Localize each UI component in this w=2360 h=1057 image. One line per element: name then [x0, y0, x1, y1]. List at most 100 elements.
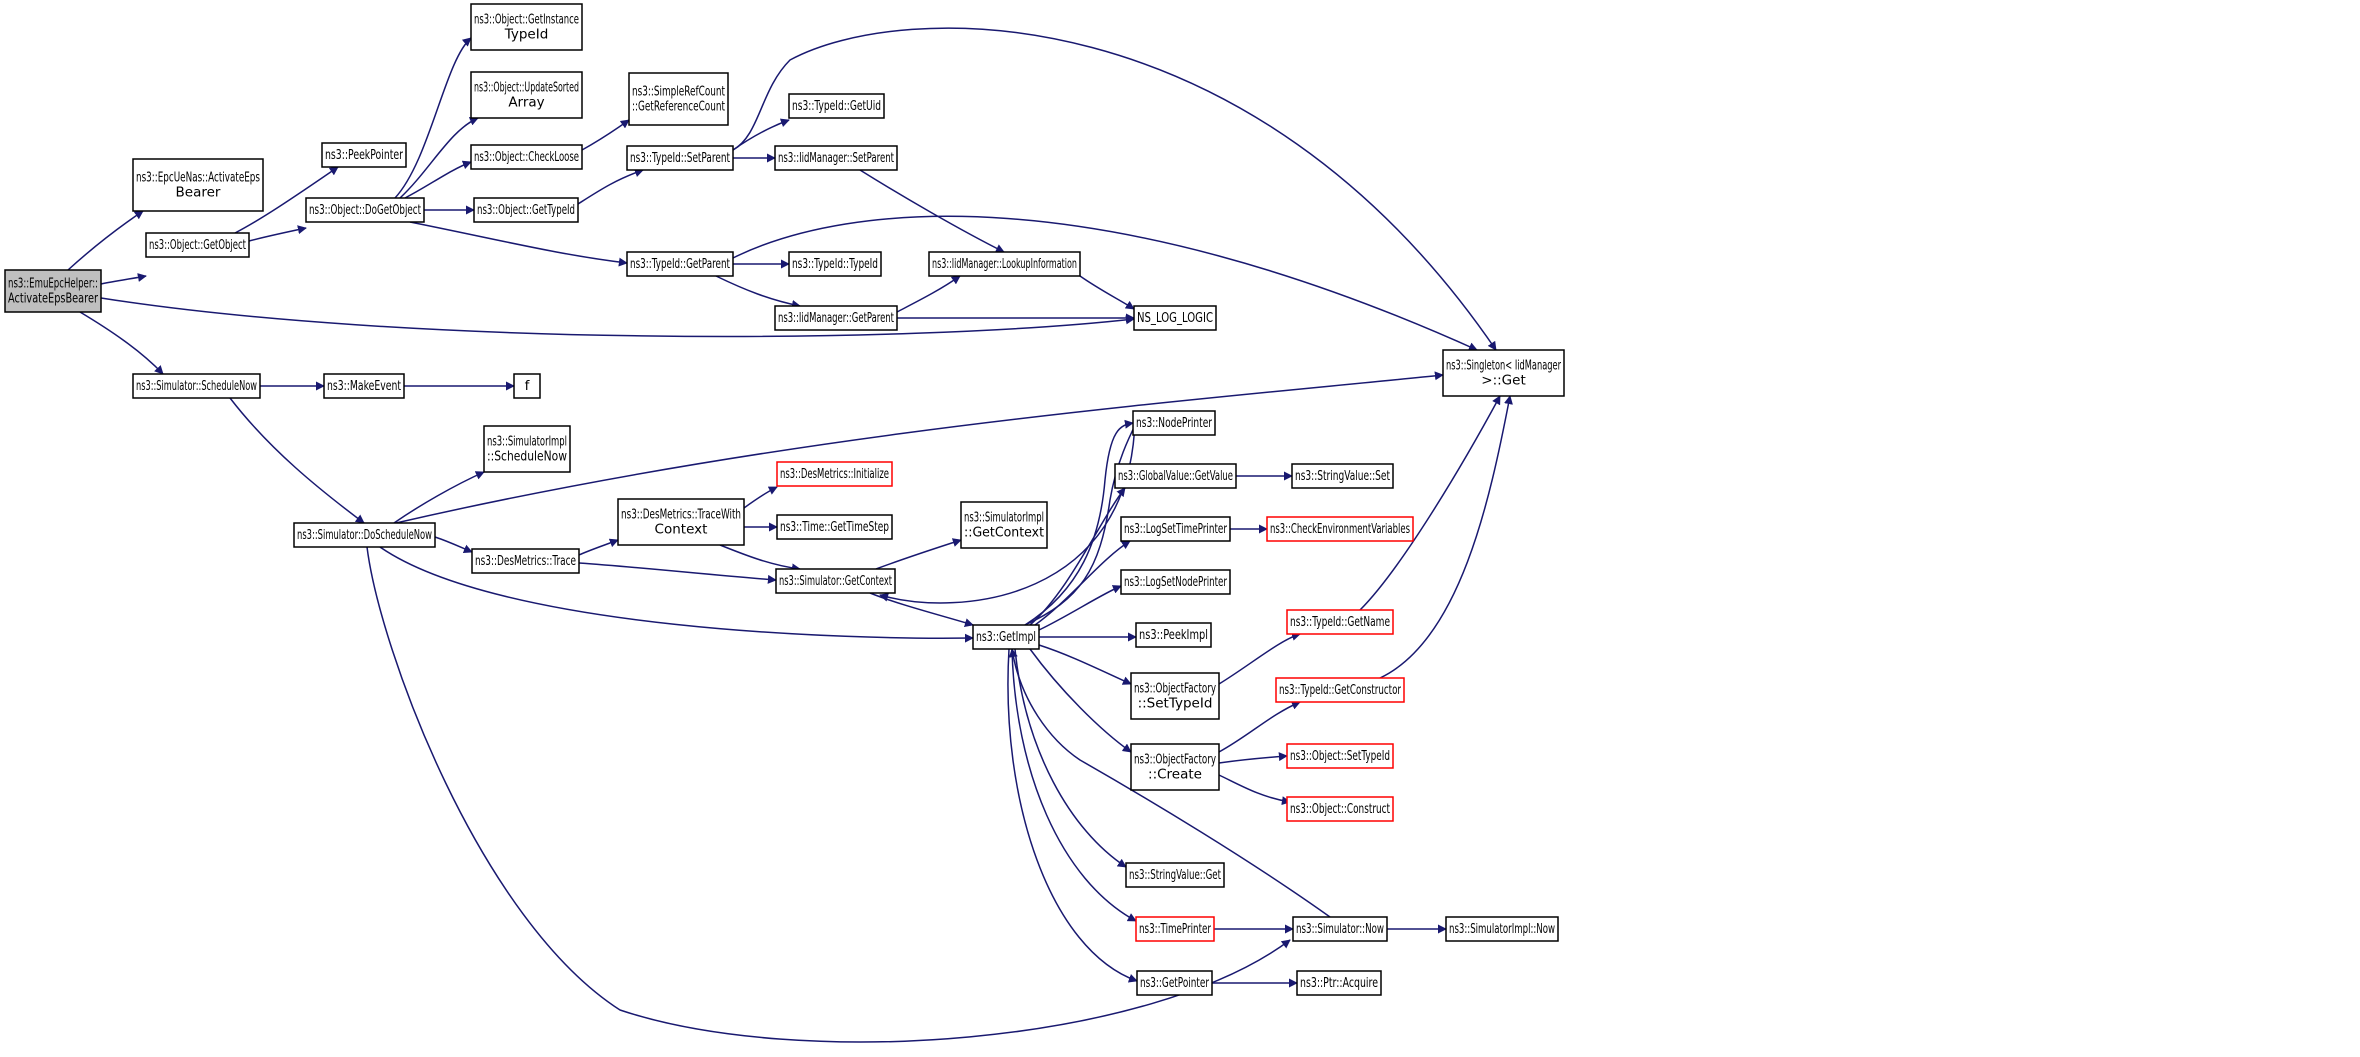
node-box — [626, 251, 734, 277]
node-tidGetCtor[interactable]: ns3::TypeId::GetConstructor — [1275, 677, 1405, 703]
node-typeIdTypeId[interactable]: ns3::TypeId::TypeId — [788, 251, 882, 277]
node-schedNow[interactable]: ns3::Simulator::ScheduleNow — [132, 373, 261, 399]
node-label: NS_LOG_LOGIC — [1137, 310, 1213, 326]
node-simImplGetContext[interactable]: ns3::SimulatorImpl::GetContext — [960, 501, 1048, 549]
node-epcUeNas[interactable]: ns3::EpcUeNas::ActivateEpsBearer — [132, 158, 264, 212]
edge-simGetContext-to-simImplGetContext — [875, 538, 962, 570]
edge-path — [715, 275, 801, 309]
node-objConstruct[interactable]: ns3::Object::Construct — [1286, 796, 1394, 822]
edge-path — [395, 371, 1444, 524]
node-getUid[interactable]: ns3::TypeId::GetUid — [788, 93, 885, 119]
node-makeEvent[interactable]: ns3::MakeEvent — [323, 373, 405, 399]
edge-path — [732, 27, 1497, 351]
node-getImpl[interactable]: ns3::GetImpl — [972, 624, 1040, 650]
node-peekImpl[interactable]: ns3::PeekImpl — [1135, 622, 1212, 648]
node-peekPointer[interactable]: ns3::PeekPointer — [321, 142, 407, 168]
edge-path — [743, 486, 778, 509]
node-label: ns3::TypeId::GetName — [1290, 614, 1390, 630]
node-box — [483, 425, 571, 473]
edge-root-to-epcUeNas — [67, 210, 144, 271]
node-label: TypeId — [504, 27, 549, 43]
edge-path — [79, 311, 164, 375]
node-label: ns3::PeekImpl — [1139, 627, 1208, 643]
node-f[interactable]: f — [513, 373, 541, 399]
node-ptrAcquire[interactable]: ns3::Ptr::Acquire — [1296, 970, 1382, 996]
node-label: ns3::NodePrinter — [1136, 415, 1212, 431]
node-objSetTypeId[interactable]: ns3::Object::SetTypeId — [1286, 743, 1394, 769]
node-getObject[interactable]: ns3::Object::GetObject — [145, 232, 250, 258]
edge-doSchedNow-to-simImplSchedNow — [393, 471, 485, 524]
edge-iidSetParent-to-lookup — [859, 169, 1005, 253]
node-objGetTypeId[interactable]: ns3::Object::GetTypeId — [473, 197, 579, 223]
node-label: >::Get — [1481, 373, 1525, 389]
node-iidGetParent[interactable]: ns3::IidManager::GetParent — [774, 305, 898, 331]
node-label: ns3::TypeId::GetConstructor — [1279, 682, 1401, 698]
edge-iidGetParent-to-lookup — [896, 275, 961, 313]
edge-path — [409, 221, 628, 267]
edge-objGetTypeId-to-setParent — [577, 168, 644, 205]
node-lookup[interactable]: ns3::IidManager::LookupInformation — [928, 251, 1081, 277]
node-refCount[interactable]: ns3::SimpleRefCount::GetReferenceCount — [628, 72, 729, 126]
node-label: ns3::SimulatorImpl::Now — [1449, 921, 1555, 937]
edge-getObject-to-peekPointer — [234, 166, 339, 234]
node-gvGetValue[interactable]: ns3::GlobalValue::GetValue — [1114, 463, 1237, 489]
node-logSetTime[interactable]: ns3::LogSetTimePrinter — [1120, 516, 1231, 542]
node-label: ns3::Object::GetTypeId — [477, 202, 575, 218]
node-box — [628, 72, 729, 126]
edge-getImpl-to-gvGetValue — [1029, 487, 1126, 626]
node-box — [774, 305, 898, 331]
node-doGetObject[interactable]: ns3::Object::DoGetObject — [305, 197, 425, 223]
node-svSet[interactable]: ns3::StringValue::Set — [1291, 463, 1394, 489]
edge-path — [1011, 648, 1137, 922]
node-timeStep[interactable]: ns3::Time::GetTimeStep — [776, 514, 893, 540]
node-logSetNode[interactable]: ns3::LogSetNodePrinter — [1120, 569, 1231, 595]
node-desTrace[interactable]: ns3::DesMetrics::Trace — [471, 548, 580, 574]
node-checkEnv[interactable]: ns3::CheckEnvironmentVariables — [1266, 516, 1414, 542]
node-label: ns3::EmuEpcHelper:: — [8, 276, 98, 292]
node-box — [1125, 862, 1225, 888]
node-label: ns3::SimpleRefCount — [632, 84, 725, 100]
edge-path — [1008, 648, 1331, 918]
node-label: ::GetContext — [964, 525, 1044, 541]
edge-path — [1034, 540, 1131, 626]
node-box — [145, 232, 250, 258]
node-iidSetParent[interactable]: ns3::IidManager::SetParent — [774, 145, 898, 171]
node-box — [305, 197, 425, 223]
edge-traceWithCtx-to-simGetContext — [719, 544, 801, 573]
node-nsLogLogic[interactable]: NS_LOG_LOGIC — [1133, 305, 1217, 331]
node-ofCreate[interactable]: ns3::ObjectFactory::Create — [1130, 743, 1220, 791]
node-simImplSchedNow[interactable]: ns3::SimulatorImpl::ScheduleNow — [483, 425, 571, 473]
node-simGetContext[interactable]: ns3::Simulator::GetContext — [775, 568, 896, 594]
node-simNow[interactable]: ns3::Simulator::Now — [1292, 916, 1388, 942]
node-checkLoose[interactable]: ns3::Object::CheckLoose — [470, 144, 583, 170]
edge-checkLoose-to-refCount — [581, 119, 630, 151]
edge-path — [399, 117, 479, 199]
node-doSchedNow[interactable]: ns3::Simulator::DoScheduleNow — [293, 522, 436, 548]
node-box — [1445, 916, 1559, 942]
node-svGet[interactable]: ns3::StringValue::Get — [1125, 862, 1225, 888]
node-singletonGet[interactable]: ns3::Singleton< IidManager>::Get — [1442, 349, 1565, 397]
node-box — [132, 158, 264, 212]
node-box — [972, 624, 1040, 650]
node-root: ns3::EmuEpcHelper::ActivateEpsBearer — [4, 269, 102, 313]
node-simImplNow[interactable]: ns3::SimulatorImpl::Now — [1445, 916, 1559, 942]
node-getParent[interactable]: ns3::TypeId::GetParent — [626, 251, 734, 277]
call-edges — [67, 27, 1513, 1043]
node-timePrinter[interactable]: ns3::TimePrinter — [1135, 916, 1215, 942]
edge-path — [229, 397, 365, 524]
node-nodePrinter[interactable]: ns3::NodePrinter — [1132, 410, 1216, 436]
node-ofSetTypeId[interactable]: ns3::ObjectFactory::SetTypeId — [1130, 672, 1220, 720]
edge-path — [67, 210, 144, 271]
node-setParent[interactable]: ns3::TypeId::SetParent — [626, 145, 734, 171]
node-getPointer[interactable]: ns3::GetPointer — [1136, 970, 1213, 996]
edge-path — [732, 215, 1478, 351]
node-label: ns3::GetImpl — [976, 629, 1036, 645]
node-desInit[interactable]: ns3::DesMetrics::Initialize — [776, 461, 893, 487]
node-tidGetName[interactable]: ns3::TypeId::GetName — [1286, 609, 1394, 635]
edge-path — [394, 37, 472, 199]
edge-tidGetCtor-to-singletonGet — [1379, 395, 1513, 679]
